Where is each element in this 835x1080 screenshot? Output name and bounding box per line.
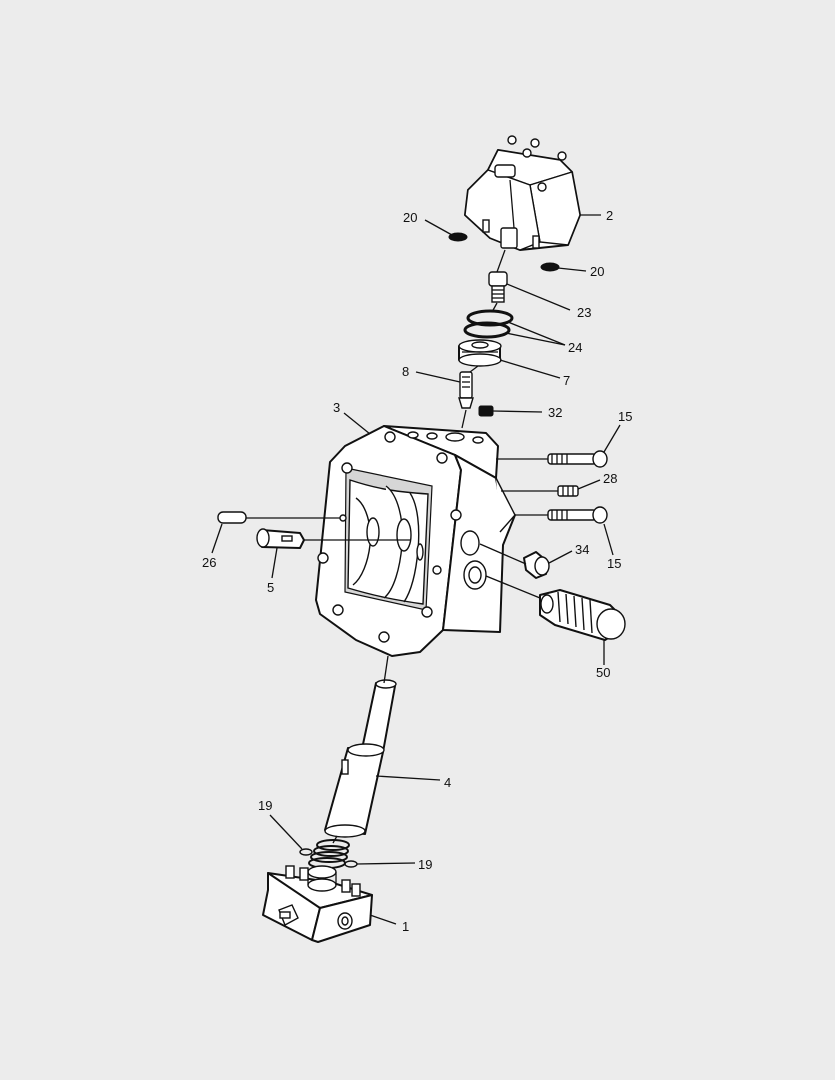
- callout-19-right: 19: [418, 857, 432, 872]
- callout-24: 24: [568, 340, 582, 355]
- part-3-pump-body: [315, 425, 516, 657]
- callout-20-right: 20: [590, 264, 604, 279]
- callout-1: 1: [402, 919, 409, 934]
- part-34-plug: [523, 551, 550, 579]
- callout-labels: 1 2 3 4 5 7 8 15 15 19 19 20 20 23 24 26…: [202, 208, 632, 934]
- callout-5: 5: [267, 580, 274, 595]
- part-20-seal-right: [540, 262, 560, 272]
- part-24-o-rings: [463, 309, 514, 339]
- callout-32: 32: [548, 405, 562, 420]
- part-4-shaft: [324, 679, 397, 838]
- part-20-seal-left: [448, 232, 468, 242]
- callout-50: 50: [596, 665, 610, 680]
- part-7-plug: [458, 339, 502, 367]
- callout-28: 28: [603, 471, 617, 486]
- leader-lines: [211, 214, 621, 925]
- callout-8: 8: [402, 364, 409, 379]
- part-15-bolt-upper: [547, 450, 608, 468]
- part-5-pin: [256, 528, 305, 549]
- spring: [308, 839, 350, 869]
- part-1-bottom-block: [262, 865, 373, 943]
- callout-26: 26: [202, 555, 216, 570]
- part-23-screw: [488, 271, 508, 303]
- callout-15-lower: 15: [607, 556, 621, 571]
- part-8-pin: [458, 371, 474, 409]
- part-32-set-screw: [478, 405, 494, 417]
- part-50-cartridge: [539, 589, 626, 641]
- part-15-bolt-lower: [547, 506, 608, 524]
- callout-19-left: 19: [258, 798, 272, 813]
- part-28-stud: [557, 485, 579, 497]
- part-26-dowel-pin: [217, 511, 247, 524]
- part-19-o-ring-right: [344, 860, 358, 868]
- callout-2: 2: [606, 208, 613, 223]
- callout-15-upper: 15: [618, 409, 632, 424]
- callout-4: 4: [444, 775, 451, 790]
- callout-3: 3: [333, 400, 340, 415]
- part-2-top-housing: [464, 135, 581, 251]
- callout-23: 23: [577, 305, 591, 320]
- callout-20-left: 20: [403, 210, 417, 225]
- part-19-o-ring-left: [299, 848, 313, 856]
- callout-34: 34: [575, 542, 589, 557]
- callout-7: 7: [563, 373, 570, 388]
